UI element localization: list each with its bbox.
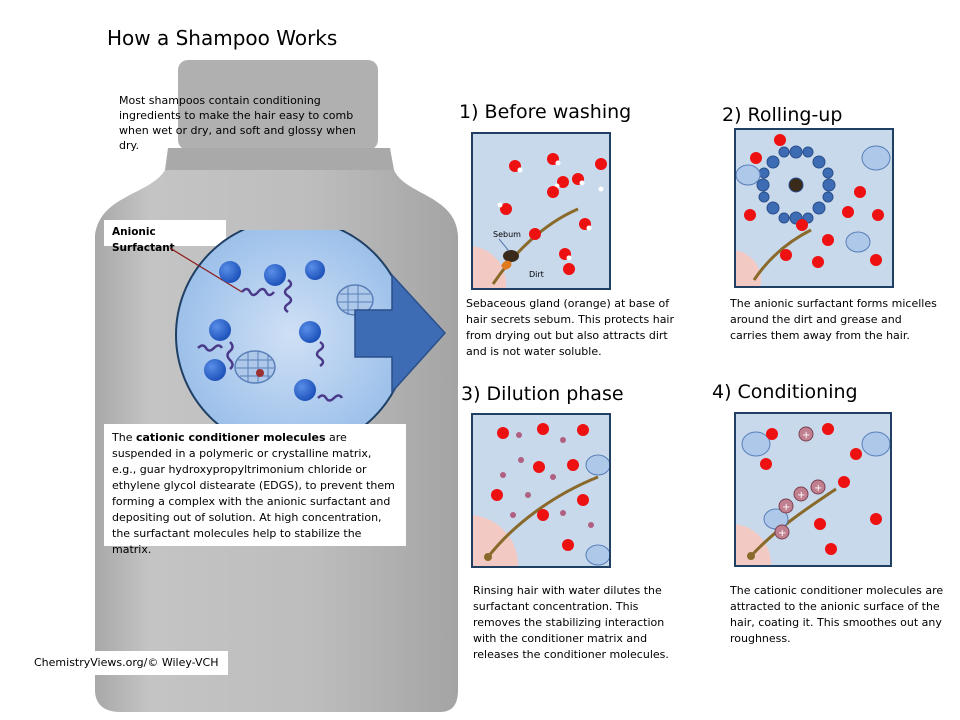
intro-text: Most shampoos contain conditioning ingre… — [119, 94, 356, 152]
surfactant-head — [294, 379, 316, 401]
sebum-label: Sebum — [493, 230, 521, 239]
surfactant-head — [209, 319, 231, 341]
step-3-panel — [471, 413, 611, 568]
credit-line: ChemistryViews.org/© Wiley-VCH — [28, 651, 228, 675]
cationic-description: The cationic conditioner molecules are s… — [104, 424, 406, 556]
svg-text:+: + — [797, 490, 805, 501]
process-arrow-icon — [354, 273, 447, 394]
dirt-label: Dirt — [529, 270, 544, 279]
step-1-title: 1) Before washing — [459, 101, 632, 123]
surfactant-head — [305, 260, 325, 280]
svg-text:+: + — [782, 502, 790, 513]
step-4-caption: The cationic conditioner molecules are a… — [730, 584, 944, 645]
anionic-label-box: Anionic Surfactant — [104, 220, 226, 254]
step-4-title: 4) Conditioning — [712, 381, 858, 403]
svg-text:+: + — [802, 430, 810, 441]
step-2-caption: The anionic surfactant forms micelles ar… — [730, 297, 937, 342]
cationic-term: cationic conditioner molecules — [135, 431, 326, 444]
step-3-caption: Rinsing hair with water dilutes the surf… — [473, 584, 669, 661]
surfactant-head — [299, 321, 321, 343]
surfactant-head — [219, 261, 241, 283]
step-4-panel: + + + + + — [734, 412, 892, 567]
step-2-title: 2) Rolling-up — [722, 104, 843, 126]
svg-text:+: + — [778, 528, 786, 539]
surfactant-head — [264, 264, 286, 286]
svg-text:+: + — [814, 483, 822, 494]
step-3-title: 3) Dilution phase — [461, 383, 624, 405]
page-title: How a Shampoo Works — [107, 26, 338, 50]
step-1-caption: Sebaceous gland (orange) at base of hair… — [466, 297, 675, 358]
surfactant-head — [204, 359, 226, 381]
anionic-label: Anionic Surfactant — [112, 226, 175, 254]
step-2-panel — [734, 128, 894, 288]
step-1-panel: Sebum Dirt — [471, 132, 611, 290]
